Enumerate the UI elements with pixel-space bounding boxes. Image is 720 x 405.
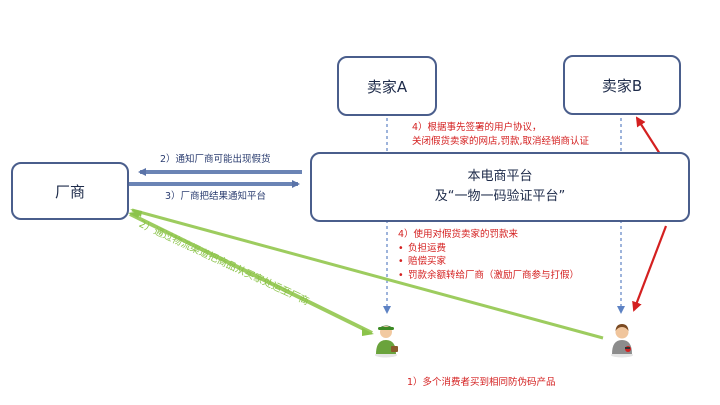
arrow-platform-seller-b: [635, 116, 661, 155]
label-notify-fake: 2）通知厂商可能出现假货: [160, 154, 271, 165]
arrow-logistics-a: [129, 212, 373, 335]
platform-node: 本电商平台 及“一物一码验证平台”: [310, 152, 690, 222]
label-fine: 4）使用对假货卖家的罚款来 负担运费 赔偿买家 罚款余额转给厂商（激励厂商参与打…: [398, 228, 579, 282]
seller-b-label: 卖家B: [601, 76, 643, 95]
seller-b-node: 卖家B: [563, 55, 681, 115]
arrow-platform-consumer-b: [632, 225, 668, 312]
seller-a-label: 卖家A: [366, 77, 408, 96]
manufacturer-node: 厂商: [11, 162, 129, 220]
arrow-logistics-b: [131, 208, 604, 340]
label-notify-result: 3）厂商把结果通知平台: [165, 191, 267, 202]
fine-item: 赔偿买家: [398, 255, 579, 269]
fine-item: 罚款余额转给厂商（激励厂商参与打假）: [398, 269, 579, 283]
agreement-line2: 关闭假货卖家的网店,罚款,取消经销商认证: [412, 136, 590, 147]
platform-label-line2: 及“一物一码验证平台”: [434, 189, 566, 204]
label-consumers: 1）多个消费者买到相同防伪码产品: [407, 377, 556, 388]
label-agreement: 4）根据事先签署的用户协议， 关闭假货卖家的网店,罚款,取消经销商认证: [412, 121, 589, 149]
platform-label-line1: 本电商平台: [467, 169, 533, 184]
consumer-b-icon: [611, 324, 633, 358]
seller-a-node: 卖家A: [337, 56, 437, 116]
fine-title: 4）使用对假货卖家的罚款来: [398, 229, 519, 240]
fine-item: 负担运费: [398, 242, 579, 256]
agreement-line1: 4）根据事先签署的用户协议，: [412, 122, 542, 133]
consumer-a-icon: [375, 325, 398, 358]
manufacturer-label: 厂商: [54, 182, 85, 201]
fine-list: 负担运费 赔偿买家 罚款余额转给厂商（激励厂商参与打假）: [398, 242, 579, 283]
